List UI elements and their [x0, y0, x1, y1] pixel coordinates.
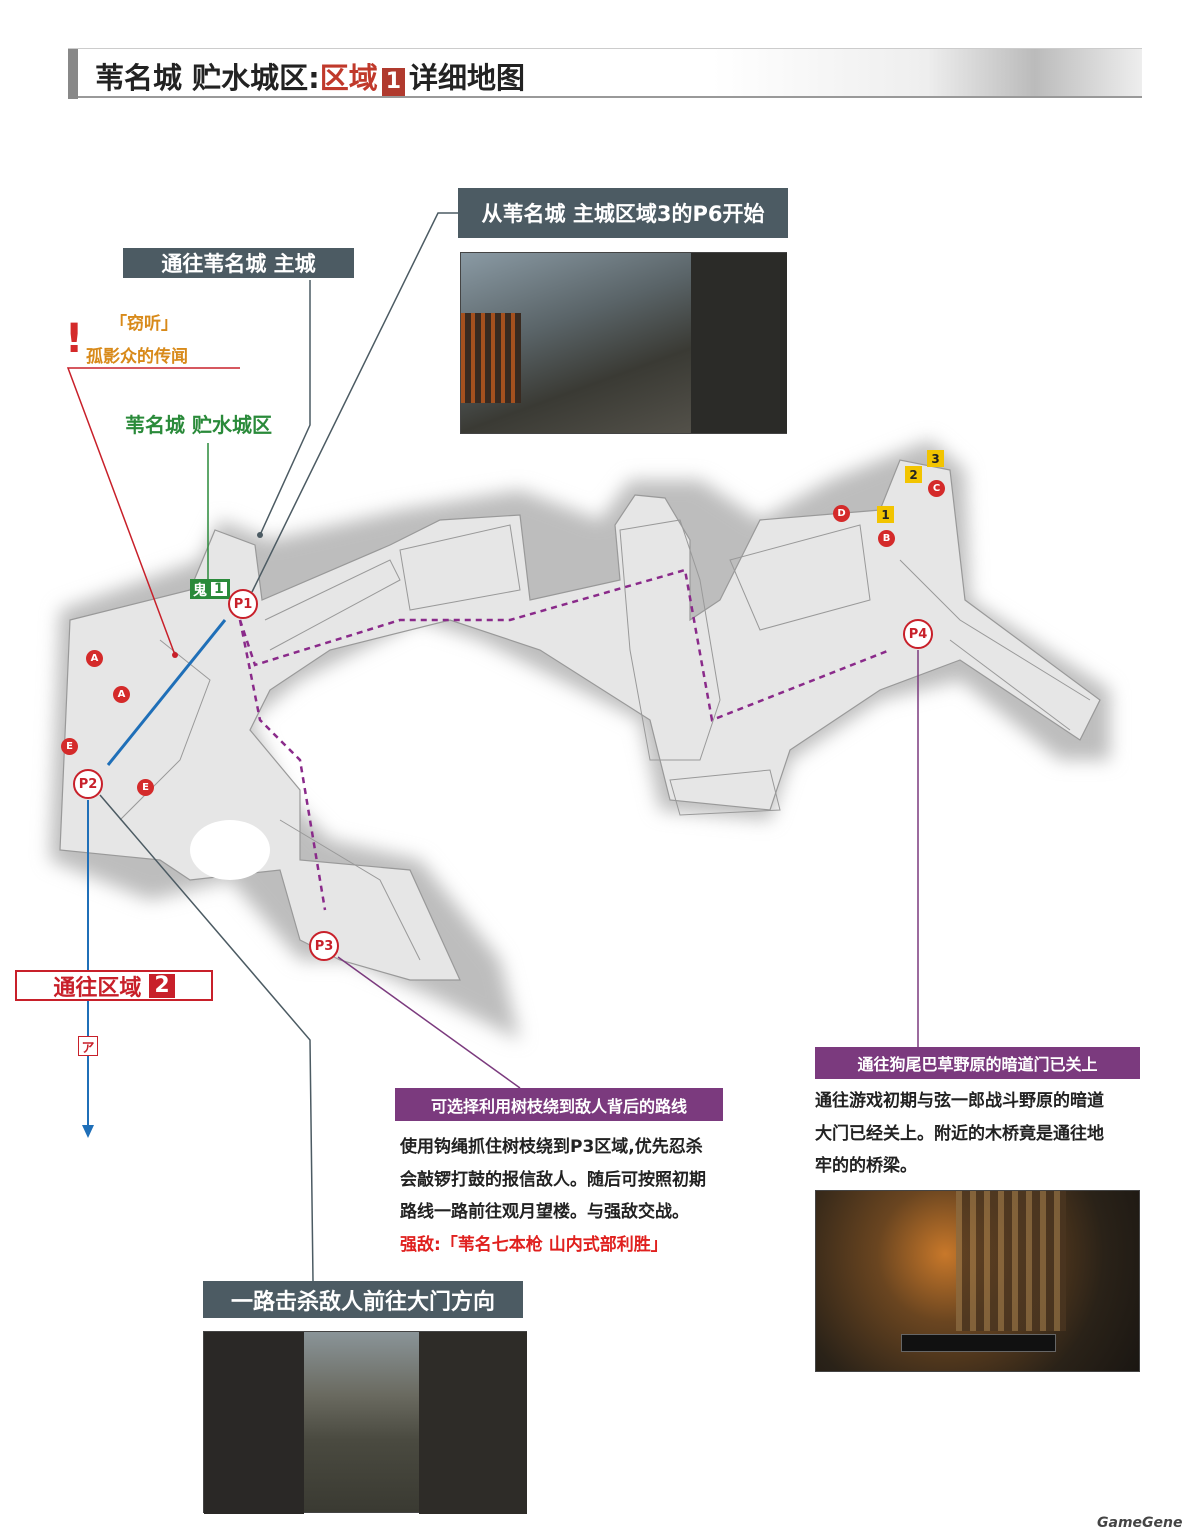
- map-walls: [119, 519, 1091, 961]
- branch-line: 使用钩绳抓住树枝绕到P3区域,优先忍杀: [400, 1137, 703, 1157]
- to-area2-label[interactable]: 通往区域 2: [15, 970, 213, 1001]
- map-hole: [190, 820, 270, 880]
- enemy-marker-b: B: [878, 530, 895, 547]
- branch-line: 会敲锣打鼓的报信敌人。随后可按照初期: [400, 1169, 706, 1190]
- idol-label: 鬼: [193, 583, 207, 599]
- callout-start: 从苇名城 主城区域3的P6开始: [458, 188, 788, 238]
- leader-eavesdrop: [66, 367, 240, 656]
- route-purple-main: [238, 568, 891, 722]
- door-line: 牢的的桥梁。: [815, 1156, 917, 1176]
- callout-to-main-castle: 通往苇名城 主城: [123, 248, 354, 278]
- enemy-marker-a: A: [113, 686, 130, 703]
- item-marker-1: 1: [877, 506, 894, 523]
- leader-main-castle: [259, 280, 311, 536]
- route-blue-p1-p2: [106, 619, 227, 766]
- area2-number: 2: [149, 973, 175, 998]
- boss-line: 强敌:「苇名七本枪 山内式部利胜」: [400, 1234, 668, 1255]
- route-purple-branch: [238, 619, 327, 911]
- arrow-down-icon: [82, 1125, 94, 1138]
- exit-marker-a: ア: [78, 1036, 98, 1056]
- map-floor: [59, 459, 1101, 981]
- eavesdrop-title: 「窃听」: [110, 314, 178, 334]
- callout-kill-path: 一路击杀敌人前往大门方向: [203, 1281, 523, 1318]
- screenshot-closed-door: [815, 1190, 1140, 1372]
- item-marker-2: 2: [905, 466, 922, 483]
- header-accent-bar: [68, 49, 78, 99]
- callout-door-title: 通往狗尾巴草野原的暗道门已关上: [815, 1047, 1140, 1079]
- enemy-marker-a: A: [86, 650, 103, 667]
- branch-description: 使用钩绳抓住树枝绕到P3区域,优先忍杀 会敲锣打鼓的报信敌人。随后可按照初期 路…: [400, 1131, 706, 1261]
- title-main: 苇名城 贮水城区:: [95, 61, 320, 95]
- region-name-label: 苇名城 贮水城区: [125, 413, 272, 437]
- idol-number: 1: [211, 582, 227, 596]
- watermark: GameGene: [1097, 1515, 1183, 1531]
- to-area2-text: 通往区域: [53, 975, 142, 1001]
- branch-line: 路线一路前往观月望楼。与强敌交战。: [400, 1202, 689, 1222]
- enemy-marker-e: E: [61, 738, 78, 755]
- leader-branch: [337, 956, 521, 1089]
- callout-branch-title: 可选择利用树枝绕到敌人背后的路线: [395, 1088, 723, 1121]
- door-description: 通往游戏初期与弦一郎战斗野原的暗道 大门已经关上。附近的木桥竟是通往地 牢的的桥…: [815, 1085, 1104, 1183]
- title-area-number: 1: [381, 68, 406, 96]
- enemy-marker-c: C: [928, 480, 945, 497]
- door-line: 通往游戏初期与弦一郎战斗野原的暗道: [815, 1091, 1104, 1111]
- leader-start: [251, 212, 458, 593]
- title-suffix: 详细地图: [409, 61, 526, 95]
- marker-p1: P1: [228, 589, 258, 619]
- marker-p3: P3: [309, 931, 339, 961]
- leader-kill-path: [99, 794, 314, 1282]
- screenshot-castle-start: [460, 252, 787, 434]
- item-marker-3: 3: [927, 450, 944, 467]
- enemy-marker-e: E: [137, 779, 154, 796]
- marker-p4: P4: [903, 619, 933, 649]
- exclamation-icon: !: [65, 316, 84, 362]
- eavesdrop-subtitle: 孤影众的传闻: [86, 347, 188, 367]
- enemy-marker-d: D: [833, 505, 850, 522]
- title-area: 区域: [319, 61, 378, 95]
- door-line: 大门已经关上。附近的木桥竟是通往地: [815, 1123, 1104, 1144]
- screenshot-gate-path: [203, 1331, 527, 1514]
- marker-p2: P2: [73, 769, 103, 799]
